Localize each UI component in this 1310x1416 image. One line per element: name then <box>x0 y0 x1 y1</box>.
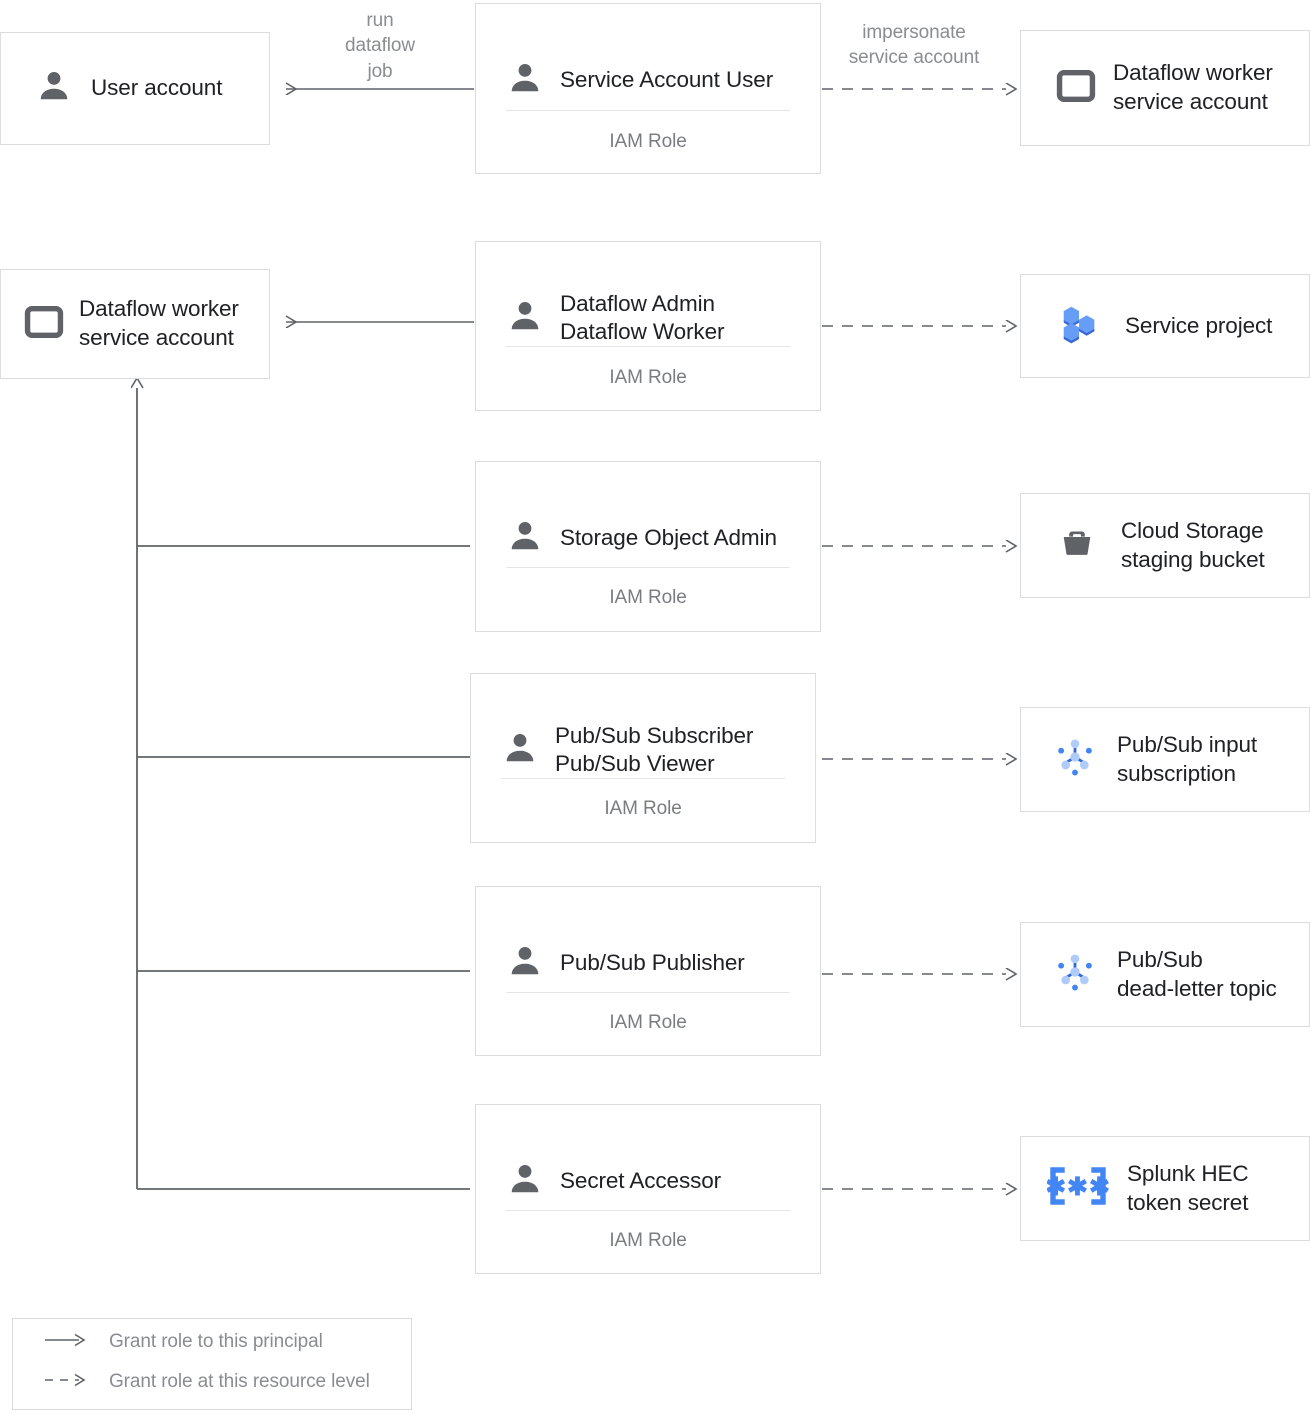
role-card-title: Dataflow Admin Dataflow Worker <box>560 290 725 344</box>
role-card-pubsub-publisher[interactable]: Pub/Sub Publisher IAM Role <box>475 886 821 1056</box>
role-card-header: Storage Object Admin <box>476 462 820 584</box>
resource-label: Pub/Sub dead-letter topic <box>1117 946 1277 1001</box>
person-icon <box>501 729 539 772</box>
role-card-service-account-user[interactable]: Service Account User IAM Role <box>475 3 821 174</box>
legend: Grant role to this principal Grant role … <box>12 1318 412 1410</box>
resource-splunk-hec-token-secret[interactable]: ✱✱✱ Splunk HEC token secret <box>1020 1136 1310 1241</box>
role-card-dataflow-admin-worker[interactable]: Dataflow Admin Dataflow Worker IAM Role <box>475 241 821 411</box>
pubsub-icon <box>1049 731 1101 788</box>
project-hexagons-icon <box>1057 301 1103 352</box>
service-account-icon <box>1055 65 1097 112</box>
resource-label: Splunk HEC token secret <box>1127 1160 1249 1215</box>
resource-label: Dataflow worker service account <box>1113 60 1273 114</box>
role-card-header: Pub/Sub Subscriber Pub/Sub Viewer <box>471 674 815 796</box>
principal-dataflow-worker-service-account[interactable]: Dataflow worker service account <box>0 269 270 379</box>
solid-arrow-icon <box>43 1333 87 1352</box>
dashed-arrow-icon <box>43 1373 87 1392</box>
role-card-divider <box>506 110 790 111</box>
role-card-subtitle: IAM Role <box>609 1230 687 1251</box>
secret-manager-icon: ✱✱✱ <box>1045 1164 1110 1213</box>
bucket-icon <box>1055 521 1099 570</box>
service-account-icon <box>23 301 65 348</box>
svg-text:✱✱✱: ✱✱✱ <box>1047 1173 1109 1201</box>
person-icon <box>35 67 73 110</box>
resource-label: Pub/Sub input subscription <box>1117 731 1258 786</box>
resource-pubsub-input-subscription[interactable]: Pub/Sub input subscription <box>1020 707 1310 812</box>
legend-item-solid: Grant role to this principal <box>43 1331 323 1353</box>
role-card-subtitle: IAM Role <box>609 587 687 608</box>
resource-dataflow-worker-service-account[interactable]: Dataflow worker service account <box>1020 30 1310 146</box>
role-card-divider <box>506 1210 790 1211</box>
role-card-header: Secret Accessor <box>476 1105 820 1227</box>
role-card-secret-accessor[interactable]: Secret Accessor IAM Role <box>475 1104 821 1274</box>
role-card-subtitle: IAM Role <box>609 131 687 152</box>
principal-user-account[interactable]: User account <box>0 32 270 145</box>
person-icon <box>506 517 544 560</box>
resource-cloud-storage-bucket[interactable]: Cloud Storage staging bucket <box>1020 493 1310 598</box>
role-card-subtitle: IAM Role <box>604 798 682 819</box>
role-card-subtitle: IAM Role <box>609 1012 687 1033</box>
pubsub-icon <box>1049 946 1101 1003</box>
person-icon <box>506 1160 544 1203</box>
legend-item-dashed-label: Grant role at this resource level <box>109 1371 370 1392</box>
role-card-header: Service Account User <box>476 4 820 126</box>
role-card-title: Pub/Sub Publisher <box>560 949 745 975</box>
edge-label-impersonate-service-account: impersonate service account <box>848 22 980 69</box>
principal-dataflow-worker-service-account-label: Dataflow worker service account <box>79 296 239 350</box>
role-card-storage-object-admin[interactable]: Storage Object Admin IAM Role <box>475 461 821 632</box>
legend-item-dashed: Grant role at this resource level <box>43 1371 370 1393</box>
role-card-divider <box>501 778 785 779</box>
resource-service-project[interactable]: Service project <box>1020 274 1310 378</box>
role-card-header: Dataflow Admin Dataflow Worker <box>476 242 820 364</box>
role-card-subtitle: IAM Role <box>609 367 687 388</box>
role-card-divider <box>506 992 790 993</box>
role-card-pubsub-subscriber-viewer[interactable]: Pub/Sub Subscriber Pub/Sub Viewer IAM Ro… <box>470 673 816 843</box>
person-icon <box>506 297 544 340</box>
edge-label-run-dataflow-job: run dataflow job <box>345 10 415 82</box>
resource-label: Cloud Storage staging bucket <box>1121 517 1265 572</box>
role-card-header: Pub/Sub Publisher <box>476 887 820 1009</box>
role-card-title: Pub/Sub Subscriber Pub/Sub Viewer <box>555 722 754 776</box>
legend-item-solid-label: Grant role to this principal <box>109 1331 323 1352</box>
role-card-divider <box>506 346 790 347</box>
role-card-divider <box>506 567 790 568</box>
role-card-title: Secret Accessor <box>560 1167 722 1193</box>
resource-pubsub-dead-letter-topic[interactable]: Pub/Sub dead-letter topic <box>1020 922 1310 1027</box>
role-card-title: Service Account User <box>560 66 774 92</box>
principal-user-account-label: User account <box>91 75 223 101</box>
person-icon <box>506 942 544 985</box>
resource-label: Service project <box>1125 312 1273 338</box>
role-card-title: Storage Object Admin <box>560 524 777 550</box>
person-icon <box>506 59 544 102</box>
